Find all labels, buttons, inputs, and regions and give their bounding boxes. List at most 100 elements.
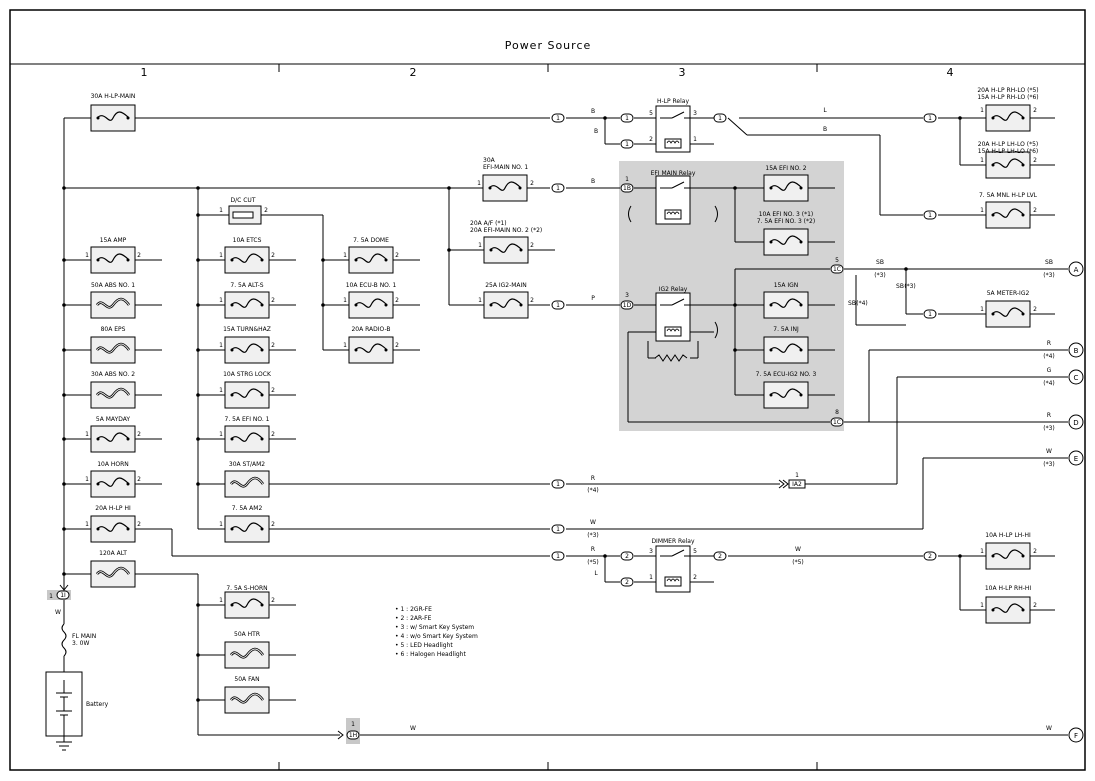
connector-label: 1 xyxy=(556,115,560,122)
relay-label: DIMMER Relay xyxy=(651,538,695,545)
fuse-label: 15A H-LP LH-LO (*6) xyxy=(978,148,1038,155)
wire-color-label: W xyxy=(1046,448,1052,455)
fl-main-label: 3. 0W xyxy=(72,640,89,647)
pin-number: 1 xyxy=(219,431,223,438)
pin-number: 2 xyxy=(271,342,275,349)
connector-label: 2 xyxy=(625,553,629,560)
connector-label: 1 xyxy=(928,212,932,219)
wire-color-labels: B B P R W R B L L B W W W W SB SB SB SB … xyxy=(55,107,1053,732)
annotation: (*3) xyxy=(874,272,886,279)
fuse-htr xyxy=(223,640,271,670)
fuse-amp xyxy=(90,246,136,274)
fuse-label: 7. 5A INJ xyxy=(773,326,799,333)
relay-label: EFI MAIN Relay xyxy=(651,170,696,177)
fuse-label: 30A xyxy=(483,157,496,164)
fuse-dome xyxy=(348,246,394,274)
connector-label: 1 xyxy=(928,311,932,318)
pin-number: 2 xyxy=(137,521,141,528)
fuse-label: 10A ETCS xyxy=(233,237,262,244)
pin-number: 2 xyxy=(693,574,697,581)
option-annotations: (*4) (*3) (*5) (*5) (*3) (*3) (*4) (*4) … xyxy=(587,272,1055,566)
fuse-label: 120A ALT xyxy=(99,550,127,557)
relay-dimmer xyxy=(655,545,691,593)
wire-color-label: W xyxy=(55,609,61,616)
fuse-eps xyxy=(89,335,137,365)
annotation: (*3) xyxy=(587,532,599,539)
wire-color-label: W xyxy=(795,546,801,553)
pin-number: 1 xyxy=(219,521,223,528)
fuse-label: 50A HTR xyxy=(234,631,260,638)
battery xyxy=(45,671,83,742)
fuse-fan xyxy=(223,685,271,715)
fuse-label: 25A IG2-MAIN xyxy=(485,282,527,289)
fuse-abs-2 xyxy=(89,380,137,410)
connector-label: 1 xyxy=(556,185,560,192)
column-3-label: 3 xyxy=(679,66,686,79)
fuse-label: 10A STRG LOCK xyxy=(223,371,272,378)
wire-color-label: B xyxy=(591,108,595,115)
fuse-label: D/C CUT xyxy=(231,197,256,204)
ground-icon xyxy=(56,741,72,751)
fl-main-label: FL MAIN xyxy=(72,633,96,640)
diagram-frame xyxy=(9,9,1086,771)
pin-number: 1 xyxy=(85,252,89,259)
output-circle xyxy=(1068,342,1084,358)
output-terminals xyxy=(1068,261,1084,743)
fuse-label: 30A H-LP-MAIN xyxy=(91,93,136,100)
wire-color-label: W xyxy=(1046,725,1052,732)
fuse-label: 30A ST/AM2 xyxy=(229,461,265,468)
connector-label: 1C xyxy=(833,266,841,273)
fuse-horn xyxy=(90,470,136,498)
fuse-efi-2 xyxy=(763,174,809,202)
connector-label: 2 xyxy=(928,553,932,560)
fuse-label: 5A MAYDAY xyxy=(96,416,130,423)
fuse-label: 30A ABS NO. 2 xyxy=(91,371,135,378)
note-line: • 2 : 2AR-FE xyxy=(395,615,432,622)
fuse-label: 7. 5A ECU-IG2 NO. 3 xyxy=(756,371,817,378)
connector-label: 1 xyxy=(556,526,560,533)
annotation: (*4) xyxy=(1043,380,1055,387)
column-1-label: 1 xyxy=(141,66,148,79)
note-line: • 6 : Halogen Headlight xyxy=(395,651,466,658)
pin-number: 1 xyxy=(693,136,697,143)
relay-label: IG2 Relay xyxy=(659,286,688,293)
relay-ig2 xyxy=(647,292,718,362)
fuse-efi-main-1 xyxy=(482,174,528,202)
relay-wiring xyxy=(566,117,1068,611)
fuse-rh-hi xyxy=(985,596,1031,624)
fuse-label: 20A A/F (*1) xyxy=(470,220,507,227)
connector-pin-label: 1 xyxy=(351,721,355,728)
main-bus-wiring xyxy=(63,117,1068,736)
wire-color-label: P xyxy=(591,295,595,302)
pin-number: 2 xyxy=(1033,107,1037,114)
relay-label: H-LP Relay xyxy=(657,98,689,105)
pin-number: 1 xyxy=(980,207,984,214)
fl-main-fusible-link xyxy=(61,600,67,672)
fuse-ig2-main xyxy=(483,291,529,319)
pin-number: 1 xyxy=(980,602,984,609)
wire-color-label: SB xyxy=(896,283,904,290)
battery-label: Battery xyxy=(86,701,109,708)
pin-number: 1 xyxy=(980,306,984,313)
pin-number: 2 xyxy=(264,207,268,214)
fuse-label: 20A H-LP RH-LO (*5) xyxy=(977,87,1038,94)
fuse-label: 5A METER-IG2 xyxy=(987,290,1030,297)
pin-number: 2 xyxy=(271,297,275,304)
wire-color-label: SB xyxy=(876,259,884,266)
annotation: (*3) xyxy=(1043,425,1055,432)
fuse-dc-cut xyxy=(228,205,262,225)
fuse-ign xyxy=(763,291,809,319)
wire-color-label: B xyxy=(591,178,595,185)
engine-room-relay-block xyxy=(619,161,844,431)
pin-number: 5 xyxy=(649,110,653,117)
fuse-label: 15A TURN&HAZ xyxy=(223,326,271,333)
fuse-label: 50A FAN xyxy=(234,676,259,683)
fuse-st-am2 xyxy=(223,469,271,499)
fuse-label: 7. 5A EFI NO. 3 (*2) xyxy=(757,218,815,225)
note-line: • 3 : w/ Smart Key System xyxy=(395,624,474,631)
fuse-ecu-b-1 xyxy=(348,291,394,319)
connector-label: 1B xyxy=(623,185,631,192)
pin-number: 1 xyxy=(343,342,347,349)
fuse-radio-b xyxy=(348,336,394,364)
